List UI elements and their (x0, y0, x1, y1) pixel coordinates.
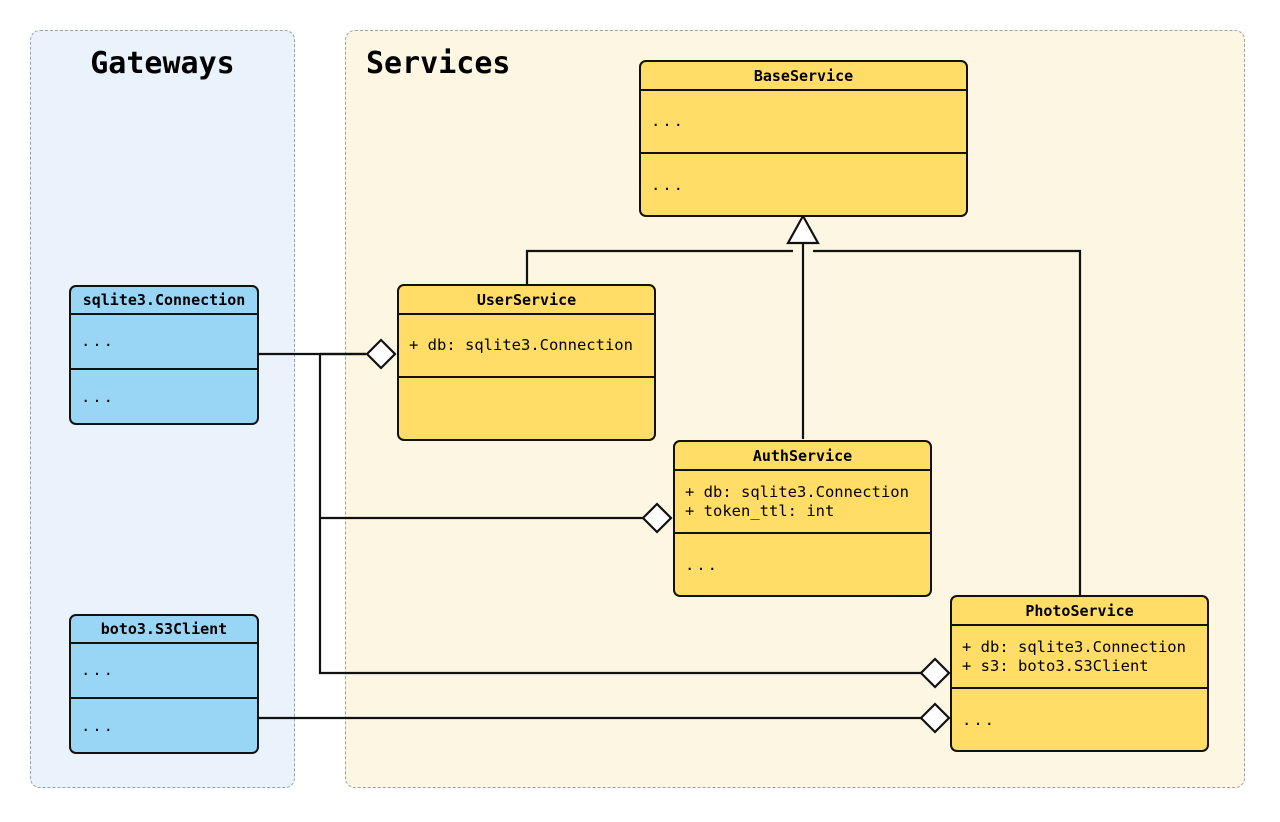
aggregation-diamond-photo-db (919, 657, 951, 689)
class-methods-boto3-s3client: ... (81, 717, 115, 735)
class-title-base-service: BaseService (641, 62, 966, 91)
inheritance-triangle (786, 213, 820, 245)
edge-user-inherits-base (525, 249, 793, 284)
class-attributes-sqlite3-connection: ... (71, 315, 257, 370)
edge-photo-inherits-base (813, 249, 1082, 595)
class-methods-sqlite3-connection: ... (81, 388, 115, 406)
panel-services-title: Services (366, 46, 511, 81)
class-title-photo-service: PhotoService (952, 597, 1207, 626)
class-title-boto3-s3client: boto3.S3Client (71, 616, 257, 644)
class-box-user-service[interactable]: UserService + db: sqlite3.Connection (397, 284, 656, 441)
class-title-user-service: UserService (399, 286, 654, 315)
class-attributes-base-service: ... (641, 91, 966, 154)
panel-gateways-title: Gateways (90, 46, 235, 81)
class-attributes-photo-service: + db: sqlite3.Connection + s3: boto3.S3C… (952, 626, 1207, 689)
class-box-photo-service[interactable]: PhotoService + db: sqlite3.Connection + … (950, 595, 1209, 752)
class-box-sqlite3-connection[interactable]: sqlite3.Connection ... ... (69, 285, 259, 425)
edge-sqlite-branch-down (318, 354, 921, 675)
class-methods-auth-service: ... (685, 556, 719, 574)
class-attributes-boto3-s3client: ... (71, 644, 257, 699)
class-title-auth-service: AuthService (675, 442, 930, 471)
class-box-base-service[interactable]: BaseService ... ... (639, 60, 968, 217)
class-methods-photo-service: ... (962, 711, 996, 729)
aggregation-diamond-auth (641, 502, 673, 534)
class-attributes-user-service: + db: sqlite3.Connection (399, 315, 654, 378)
aggregation-diamond-user (365, 338, 397, 370)
class-methods-base-service: ... (651, 176, 685, 194)
class-title-sqlite3-connection: sqlite3.Connection (71, 287, 257, 315)
class-box-auth-service[interactable]: AuthService + db: sqlite3.Connection + t… (673, 440, 932, 597)
class-box-boto3-s3client[interactable]: boto3.S3Client ... ... (69, 614, 259, 754)
class-methods-user-service (399, 378, 654, 439)
aggregation-diamond-photo-s3 (919, 702, 951, 734)
class-attributes-auth-service: + db: sqlite3.Connection + token_ttl: in… (675, 471, 930, 534)
